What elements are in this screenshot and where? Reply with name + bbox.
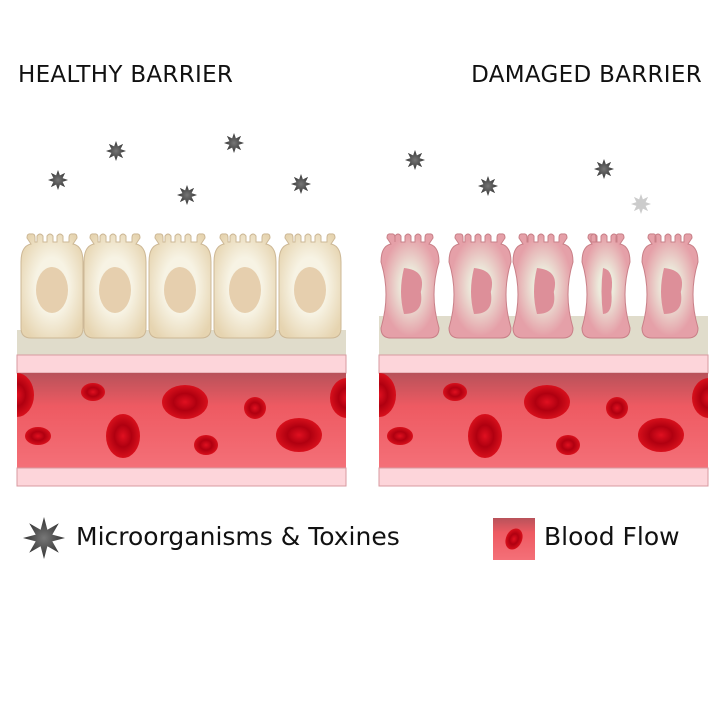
red-blood-cells xyxy=(379,373,708,458)
healthy-barrier-title: HEALTHY BARRIER xyxy=(18,62,234,88)
epithelial-cell xyxy=(641,233,699,339)
cell-nucleus xyxy=(36,267,68,313)
red-blood-cell xyxy=(379,373,396,417)
red-blood-cell xyxy=(106,414,140,458)
red-blood-cell xyxy=(556,435,580,455)
red-blood-cell xyxy=(524,385,570,419)
microbe-icon xyxy=(594,159,614,179)
red-blood-cell xyxy=(276,418,322,452)
red-blood-cell xyxy=(244,397,266,419)
vessel-wall-top xyxy=(16,354,347,374)
cell-nucleus xyxy=(99,267,131,313)
red-blood-cell xyxy=(468,414,502,458)
microbe-icon xyxy=(106,141,126,161)
red-blood-cell xyxy=(638,418,684,452)
vessel-wall-bottom xyxy=(16,467,347,487)
epithelial-cell xyxy=(83,233,147,339)
legend-microorganisms-label: Microorganisms & Toxines xyxy=(76,522,400,551)
cell-nucleus-shrunken xyxy=(661,268,683,314)
red-blood-cells xyxy=(17,373,346,458)
microbe-icon xyxy=(177,185,197,205)
red-blood-cell xyxy=(81,383,105,401)
epithelial-cell xyxy=(512,233,574,339)
legend-blood-flow-label: Blood Flow xyxy=(544,522,680,551)
microbe-passing-icon xyxy=(631,194,651,214)
cell-nucleus-shrunken xyxy=(534,268,556,314)
legend-microbe-icon xyxy=(23,517,65,559)
microbe-icon xyxy=(405,150,425,170)
epithelial-cell xyxy=(213,233,277,339)
red-blood-cell xyxy=(25,427,51,445)
healthy-barrier-panel xyxy=(16,233,347,487)
red-blood-cell xyxy=(330,378,346,418)
epithelial-cell xyxy=(581,233,631,339)
red-blood-cell xyxy=(17,373,34,417)
cell-nucleus-shrunken xyxy=(471,268,493,314)
microbe-icon xyxy=(48,170,68,190)
red-blood-cell xyxy=(162,385,208,419)
epithelial-cell xyxy=(148,233,212,339)
cell-nucleus xyxy=(294,267,326,313)
cell-nucleus-shrunken xyxy=(401,268,423,314)
microbe-icon xyxy=(478,176,498,196)
red-blood-cell xyxy=(692,378,708,418)
cell-nucleus xyxy=(229,267,261,313)
microbe-icon xyxy=(291,174,311,194)
epithelial-cell xyxy=(448,233,512,339)
red-blood-cell xyxy=(606,397,628,419)
damaged-barrier-title: DAMAGED BARRIER xyxy=(471,62,702,88)
epithelial-cell xyxy=(278,233,342,339)
vessel-wall-top xyxy=(378,354,709,374)
epithelial-cell xyxy=(380,233,440,339)
cell-nucleus-shrunken xyxy=(601,268,613,314)
microbe-icon xyxy=(224,133,244,153)
damaged-barrier-panel xyxy=(378,233,709,487)
epithelial-cell xyxy=(20,233,84,339)
legend-red-blood-cell-icon xyxy=(505,528,523,550)
red-blood-cell xyxy=(387,427,413,445)
red-blood-cell xyxy=(443,383,467,401)
red-blood-cell xyxy=(194,435,218,455)
vessel-wall-bottom xyxy=(378,467,709,487)
cell-nucleus xyxy=(164,267,196,313)
